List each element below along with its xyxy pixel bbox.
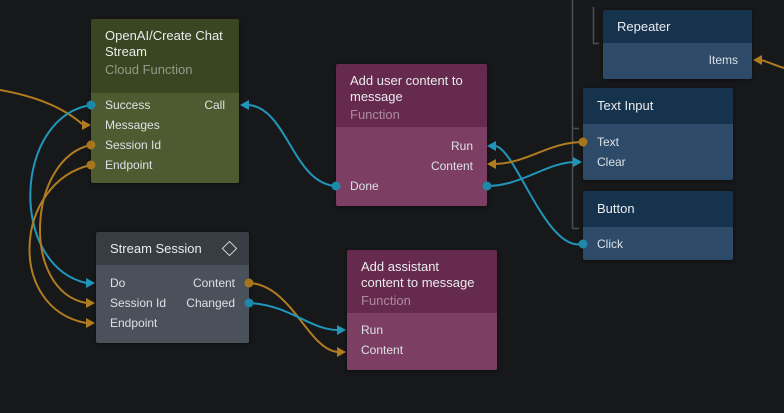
port-session-id[interactable]: Session Id [110, 296, 167, 310]
port-endpoint[interactable]: Endpoint [110, 316, 158, 330]
port-items[interactable]: Items [708, 53, 738, 67]
wire-done-to-clear [486, 161, 575, 187]
node-title: Text Input [597, 98, 654, 113]
node-ports: Run Content [347, 313, 497, 370]
node-add-assistant-content[interactable]: Add assistant content to message Functio… [347, 250, 497, 370]
node-ports: Items [603, 43, 752, 79]
wire-content-to-content [248, 282, 339, 353]
wire-success-to-do [29, 104, 92, 284]
arrowhead-messages [82, 120, 91, 130]
node-header[interactable]: Add assistant content to message Functio… [347, 250, 497, 313]
port-done[interactable]: Done [350, 179, 379, 193]
port-endpoint[interactable]: Endpoint [105, 158, 153, 172]
arrowhead-run-assistant [337, 325, 346, 335]
port-content[interactable]: Content [361, 343, 404, 357]
arrowhead-clear [573, 157, 582, 167]
wire-offscreen-to-messages [0, 89, 83, 125]
wire-text-to-content [494, 141, 584, 165]
node-stream-session[interactable]: Stream Session Do Content Session Id Chang… [96, 232, 249, 343]
port-clear[interactable]: Clear [597, 155, 626, 169]
arrowhead-endpoint [86, 318, 95, 328]
node-button[interactable]: Button Click [583, 191, 733, 260]
node-subtitle: Function [350, 107, 400, 122]
node-header[interactable]: Repeater [603, 10, 752, 43]
node-subtitle: Cloud Function [105, 62, 193, 77]
node-header[interactable]: OpenAI/Create Chat Stream Cloud Function [91, 19, 239, 93]
wire-endpoint-to-endpoint [28, 164, 92, 324]
node-title: Stream Session [110, 240, 202, 256]
node-title: Add assistant content to message [361, 259, 475, 290]
node-ports: Text Clear [583, 124, 733, 180]
port-changed[interactable]: Changed [186, 296, 235, 310]
arrowhead-run-user [487, 141, 496, 151]
node-repeater[interactable]: Repeater Items [603, 10, 752, 79]
node-ports: Do Content Session Id Changed Endpoint [96, 265, 249, 343]
node-ports: Success Call Messages Session Id Endpoint [91, 93, 239, 183]
node-text-input[interactable]: Text Input Text Clear [583, 88, 733, 180]
node-title: OpenAI/Create Chat Stream [105, 28, 223, 59]
arrowhead-do [86, 278, 95, 288]
node-ports: Click [583, 227, 733, 260]
node-subtitle: Function [361, 293, 411, 308]
wire-changed-to-run [248, 302, 339, 331]
port-session-id[interactable]: Session Id [105, 138, 162, 152]
wire-click-to-run [494, 145, 584, 246]
port-run[interactable]: Run [361, 323, 384, 337]
port-text[interactable]: Text [597, 135, 620, 149]
arrowhead-content-user [487, 159, 496, 169]
port-content[interactable]: Content [430, 159, 473, 173]
port-run[interactable]: Run [450, 139, 473, 153]
node-header[interactable]: Text Input [583, 88, 733, 124]
node-ports: Run Content Done [336, 127, 487, 206]
node-title: Button [597, 201, 635, 216]
port-success[interactable]: Success [105, 98, 151, 112]
node-header[interactable]: Button [583, 191, 733, 227]
port-messages[interactable]: Messages [105, 118, 160, 132]
node-header[interactable]: Add user content to message Function [336, 64, 487, 127]
arrowhead-session-id [86, 298, 95, 308]
wire-offscreen-to-items [760, 59, 784, 69]
arrowhead-content-assistant [337, 347, 346, 357]
port-do[interactable]: Do [110, 276, 126, 290]
diamond-icon [221, 240, 238, 257]
node-add-user-content[interactable]: Add user content to message Function Run… [336, 64, 487, 206]
arrowhead-items [753, 55, 762, 65]
node-openai-create-chat-stream[interactable]: OpenAI/Create Chat Stream Cloud Function… [91, 19, 239, 183]
arrowhead-call [240, 100, 249, 110]
wire-sessionid-to-sessionid [39, 144, 92, 304]
node-header[interactable]: Stream Session [96, 232, 249, 265]
node-title: Add user content to message [350, 73, 463, 104]
node-title: Repeater [617, 18, 671, 34]
port-call[interactable]: Call [204, 98, 225, 112]
wire-done-to-call [247, 104, 337, 187]
port-content[interactable]: Content [192, 276, 235, 290]
port-click[interactable]: Click [597, 237, 623, 251]
